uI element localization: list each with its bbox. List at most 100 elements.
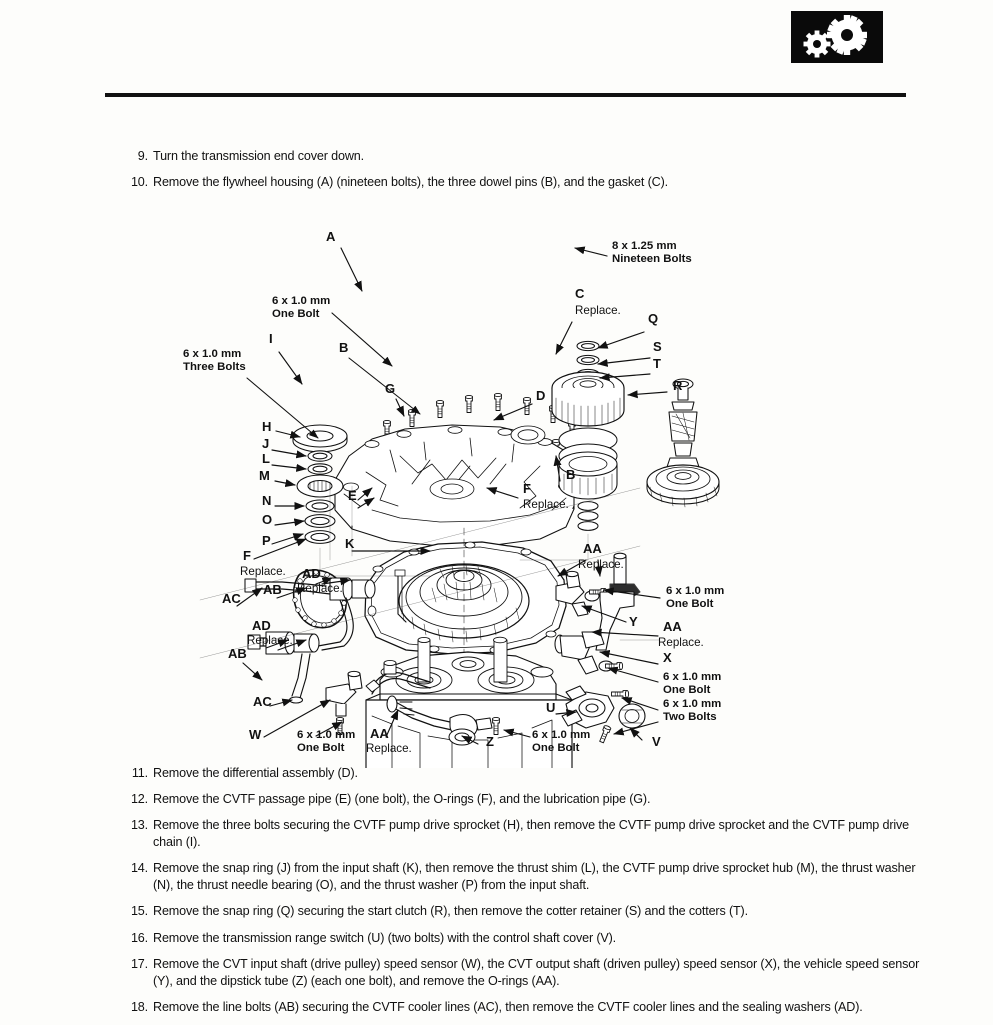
callout-replace-F-low: Replace.: [240, 565, 286, 578]
callout-letter-Y: Y: [629, 614, 638, 629]
callout-letter-B-mid: B: [566, 467, 575, 482]
step-number: 17.: [130, 956, 148, 971]
step-text: Remove the differential assembly (D).: [153, 766, 358, 780]
callout-letter-N: N: [262, 493, 271, 508]
callout-spec-19bolts-l1: 8 x 1.25 mm: [612, 240, 677, 252]
callout-letter-D: D: [536, 388, 545, 403]
cvtf-passage-pipe-part: [365, 659, 431, 695]
header-divider: [105, 93, 906, 97]
gasket-and-differential-part: [364, 527, 567, 659]
step-item: 16. Remove the transmission range switch…: [124, 930, 924, 947]
callout-letter-G: G: [385, 381, 395, 396]
step-number: 9.: [137, 149, 148, 163]
callout-replace-AD-2: Replace.: [247, 634, 293, 647]
callout-letter-AD-2: AD: [252, 618, 271, 633]
callout-spec-onebolt-W-l1: 6 x 1.0 mm: [297, 729, 355, 741]
steps-top: 9. Turn the transmission end cover down.…: [124, 148, 914, 199]
steps-bottom: 11. Remove the differential assembly (D)…: [124, 765, 924, 1025]
callout-letter-AA-bottom: AA: [370, 726, 389, 741]
step-text: Remove the line bolts (AB) securing the …: [153, 999, 863, 1014]
callout-letter-P: P: [262, 533, 271, 548]
callout-letter-A: A: [326, 229, 336, 244]
callout-replace-AD-1: Replace.: [297, 582, 343, 595]
callout-letter-C: C: [575, 286, 585, 301]
step-item: 14. Remove the snap ring (J) from the in…: [124, 860, 924, 893]
callout-spec-onebolt-Z-l2: One Bolt: [532, 742, 580, 754]
callout-letter-B-upper: B: [339, 340, 348, 355]
step-item: 15. Remove the snap ring (Q) securing th…: [124, 903, 924, 920]
callout-spec-threebolts-l2: Three Bolts: [183, 361, 246, 373]
step-number: 16.: [130, 930, 148, 945]
control-shaft-lever-part: [595, 552, 641, 651]
step-text: Remove the snap ring (J) from the input …: [153, 861, 916, 893]
callout-letter-AB-1: AB: [263, 582, 282, 597]
lubrication-pipe-part: [394, 569, 407, 623]
callout-letter-Q: Q: [648, 311, 658, 326]
callout-replace-F-mid: Replace.: [523, 498, 569, 511]
transmission-case-part: [365, 636, 573, 768]
callout-letter-AD-1: AD: [302, 566, 321, 581]
callout-letter-R: R: [673, 378, 683, 393]
callout-spec-onebolt-Z-l1: 6 x 1.0 mm: [532, 729, 590, 741]
callout-spec-onebolt-W-l2: One Bolt: [297, 742, 345, 754]
step-number: 10.: [130, 174, 148, 189]
callout-spec-onebolt-top-l2: One Bolt: [272, 308, 320, 320]
step-item: 12. Remove the CVTF passage pipe (E) (on…: [124, 791, 924, 808]
step-number: 15.: [130, 904, 148, 919]
callout-letter-AA-upper: AA: [583, 541, 602, 556]
flywheel-housing-part: [334, 424, 575, 547]
step-text: Remove the three bolts securing the CVTF…: [153, 818, 910, 850]
callout-spec-twobolts-l1: 6 x 1.0 mm: [663, 698, 721, 710]
callout-spec-onebolt-Y-l2: One Bolt: [666, 598, 714, 610]
callout-letter-J: J: [262, 436, 269, 451]
step-item: 11. Remove the differential assembly (D)…: [124, 765, 924, 782]
step-text: Remove the flywheel housing (A) (ninetee…: [153, 174, 668, 189]
cvt-output-speed-sensor-part: [554, 631, 624, 675]
callout-replace-AA-bottom: Replace.: [366, 742, 412, 755]
cvt-input-speed-sensor-part: [325, 670, 363, 736]
callout-spec-onebolt-top-l1: 6 x 1.0 mm: [272, 295, 330, 307]
callout-spec-19bolts-l2: Nineteen Bolts: [612, 253, 692, 265]
transmission-range-switch-part: [561, 685, 646, 744]
step-item: 10. Remove the flywheel housing (A) (nin…: [124, 174, 914, 191]
callout-letter-F-mid: F: [523, 481, 531, 496]
step-number: 13.: [130, 818, 148, 833]
differential-assembly: [398, 527, 530, 659]
callout-letter-U: U: [546, 700, 555, 715]
callout-letter-AB-2: AB: [228, 646, 247, 661]
step-number: 14.: [130, 861, 148, 876]
step-item: 9. Turn the transmission end cover down.: [124, 148, 914, 165]
callout-spec-onebolt-Y-l1: 6 x 1.0 mm: [666, 585, 724, 597]
step-number: 12.: [130, 792, 148, 807]
callout-letter-AC-2: AC: [253, 694, 272, 709]
manual-page: 9. Turn the transmission end cover down.…: [0, 11, 993, 1014]
callout-letter-S: S: [653, 339, 662, 354]
callout-letter-T: T: [653, 356, 661, 371]
callout-letter-V: V: [652, 734, 661, 749]
callout-spec-onebolt-X-l2: One Bolt: [663, 684, 711, 696]
callout-spec-onebolt-X-l1: 6 x 1.0 mm: [663, 671, 721, 683]
step-text: Remove the transmission range switch (U)…: [153, 930, 617, 945]
callout-spec-twobolts-l2: Two Bolts: [663, 711, 717, 723]
callout-letter-I: I: [269, 331, 273, 346]
step-number: 11.: [131, 766, 148, 780]
callout-letter-O: O: [262, 512, 272, 527]
step-number: 18.: [130, 999, 148, 1014]
step-text: Turn the transmission end cover down.: [153, 149, 364, 163]
callout-letter-Z: Z: [486, 734, 494, 749]
callout-letter-AC-1: AC: [222, 591, 241, 606]
step-text: Remove the snap ring (Q) securing the st…: [153, 904, 748, 919]
gears-icon: [791, 11, 883, 63]
callout-letter-E: E: [348, 488, 357, 503]
callout-letter-K: K: [345, 536, 355, 551]
callout-letter-AA-lower: AA: [663, 619, 682, 634]
callout-letter-H: H: [262, 419, 271, 434]
step-text: Remove the CVT input shaft (drive pulley…: [153, 956, 920, 988]
step-text: Remove the CVTF passage pipe (E) (one bo…: [153, 792, 651, 807]
callout-replace-AA-lower: Replace.: [658, 636, 704, 649]
callout-letter-L: L: [262, 451, 270, 466]
callout-replace-AA-upper: Replace.: [578, 558, 624, 571]
callout-letter-X: X: [663, 650, 672, 665]
